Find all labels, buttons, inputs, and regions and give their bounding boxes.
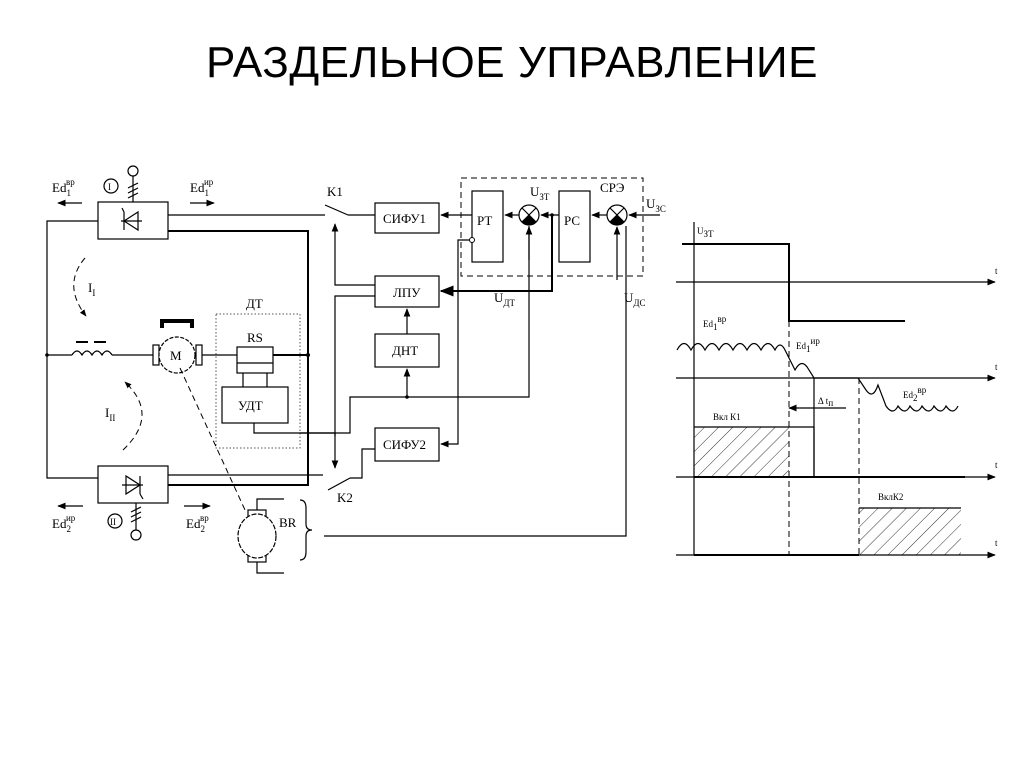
- switch-k1: K1: [324, 184, 375, 216]
- inductor-icon: [71, 341, 113, 357]
- rt-block: [471, 190, 504, 263]
- current-sensor-group: [215, 313, 301, 449]
- current-2-arrow: [122, 381, 143, 451]
- control-input-icon: [127, 165, 139, 202]
- sre-label: СРЭ: [600, 180, 625, 195]
- svg-text:K1: K1: [327, 184, 343, 199]
- u-zt-waveform: [682, 243, 905, 322]
- sifu2-block: [374, 427, 440, 462]
- u-ds-label: UДС: [624, 290, 646, 308]
- k2-on-label: ВклК2: [878, 492, 903, 502]
- motor-label: M: [170, 348, 182, 363]
- rs-label: РС: [564, 213, 580, 228]
- ed-waveform: [676, 342, 959, 412]
- ed1-timing-label: Ed1вр: [703, 314, 727, 332]
- thyristor-icon: [121, 207, 142, 232]
- shunt-rs: [236, 346, 274, 374]
- ed2-left-label: Ed2ир: [52, 513, 76, 534]
- u-zs-label: UЗС: [646, 196, 666, 214]
- ed1-left-label: Ed1вр: [52, 177, 75, 198]
- current-2-label: III: [105, 405, 115, 423]
- lpu-block: [374, 275, 440, 308]
- ed2-timing-label: Ed2вр: [903, 385, 927, 403]
- thyristor-icon: [122, 474, 144, 500]
- converter-1-number-circle: [103, 178, 119, 194]
- udt-block: [221, 386, 289, 424]
- timing-u-zt-label: UЗТ: [697, 226, 714, 239]
- control-system: СИФУ1 ЛПУ ДНТ СИФУ2 СРЭ РТ РС: [300, 177, 666, 469]
- converter-2-number: II: [110, 517, 116, 527]
- ed1-right-label: Ed1ир: [190, 177, 214, 198]
- tachogenerator-icon: [237, 498, 313, 574]
- page-title: РАЗДЕЛЬНОЕ УПРАВЛЕНИЕ: [206, 38, 818, 87]
- summing-junction-speed: [606, 204, 628, 226]
- converter-1-number: I: [108, 182, 111, 192]
- switch-k2: K2: [327, 448, 375, 505]
- tachogenerator-label: BR: [279, 515, 297, 530]
- dnt-label: ДНТ: [392, 343, 418, 358]
- power-circuit: I Ed1вр Ed1ир II III M: [45, 165, 627, 574]
- udt-label: УДТ: [238, 398, 263, 413]
- svg-text:t: t: [995, 266, 998, 276]
- dnt-block: [374, 333, 440, 368]
- svg-text:t: t: [995, 460, 998, 470]
- ed1-inv-timing-label: Ed1ир: [796, 336, 820, 354]
- motor-icon: [152, 319, 203, 374]
- lpu-label: ЛПУ: [393, 285, 421, 300]
- rt-label: РТ: [477, 213, 492, 228]
- k2-on-region: [859, 508, 961, 555]
- converter-2-number-circle: [107, 513, 123, 529]
- control-input-icon: [130, 503, 142, 541]
- k1-on-label: Вкл К1: [713, 412, 741, 422]
- summing-junction-current: [518, 204, 540, 226]
- sifu1-block: [374, 202, 440, 234]
- ed2-right-label: Ed2вр: [186, 513, 209, 534]
- sifu1-label: СИФУ1: [383, 211, 426, 226]
- current-sensor-group-label: ДТ: [246, 296, 263, 311]
- svg-text:K2: K2: [337, 490, 353, 505]
- rs-block: [558, 190, 591, 263]
- svg-text:t: t: [995, 538, 998, 548]
- shunt-label: RS: [247, 330, 263, 345]
- current-1-arrow: [73, 257, 87, 317]
- sifu2-label: СИФУ2: [383, 437, 426, 452]
- mechanical-coupling: [179, 367, 246, 511]
- current-1-label: II: [88, 280, 95, 298]
- k1-on-region: [694, 427, 789, 477]
- u-dt-label: UДТ: [494, 290, 516, 308]
- u-zt-label: UЗТ: [530, 184, 550, 202]
- svg-text:t: t: [995, 362, 998, 372]
